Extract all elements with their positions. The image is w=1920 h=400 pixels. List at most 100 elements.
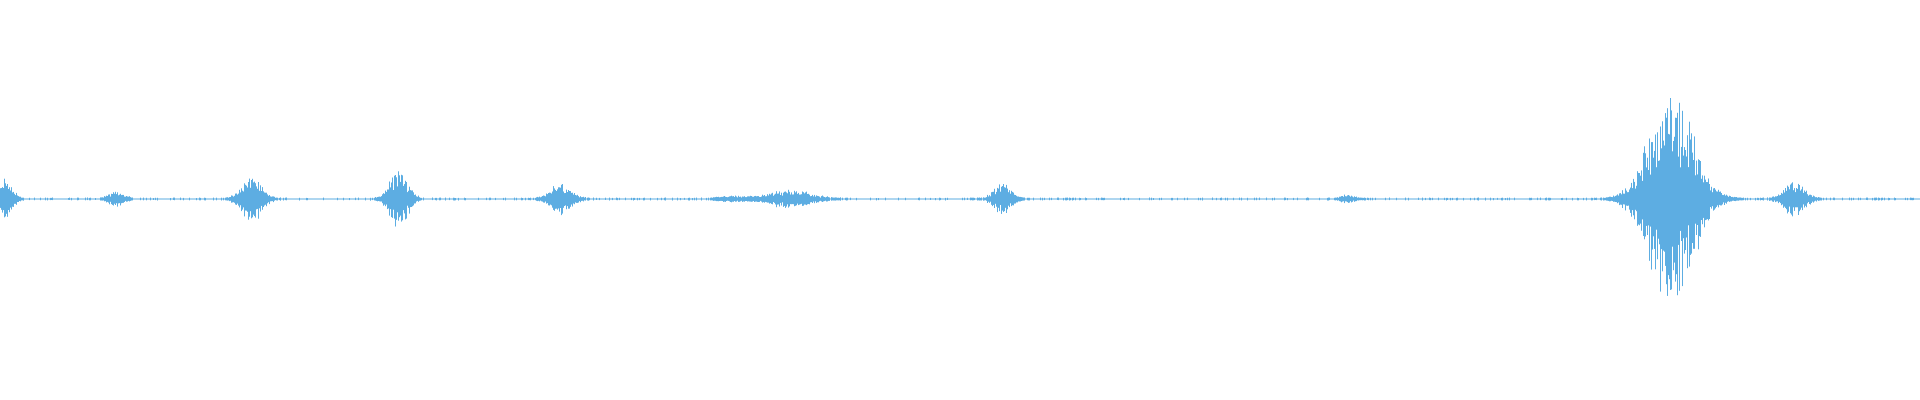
- waveform-sample-bar: [1629, 189, 1630, 210]
- waveform-sample-bar: [1356, 196, 1357, 202]
- waveform-sample-bar: [1490, 197, 1491, 201]
- waveform-sample-bar: [1611, 197, 1612, 201]
- waveform-sample-bar: [1800, 190, 1801, 210]
- waveform-sample-bar: [744, 196, 745, 202]
- waveform-sample-bar: [1620, 193, 1621, 205]
- waveform-sample-bar: [1666, 117, 1667, 285]
- waveform-sample-bar: [270, 196, 271, 202]
- waveform-sample-bar: [824, 197, 825, 202]
- waveform-sample-bar: [1677, 112, 1678, 296]
- waveform-sample-bar: [1256, 197, 1257, 201]
- waveform-sample-bar: [729, 196, 730, 202]
- waveform-sample-bar: [1696, 160, 1697, 235]
- waveform-sample-bar: [1529, 197, 1530, 201]
- waveform-sample-bar: [1396, 197, 1397, 201]
- waveform-sample-bar: [735, 195, 736, 202]
- waveform-sample-bar: [1065, 197, 1066, 201]
- waveform-sample-bar: [759, 196, 760, 202]
- waveform-sample-bar: [992, 191, 993, 207]
- waveform-sample-bar: [535, 197, 536, 201]
- waveform-sample-bar: [712, 197, 713, 201]
- waveform-sample-bar: [1643, 152, 1644, 236]
- waveform-sample-bar: [530, 197, 531, 201]
- waveform-sample-bar: [1625, 188, 1626, 211]
- waveform-sample-bar: [1631, 182, 1632, 217]
- waveform-sample-bar: [1149, 197, 1150, 201]
- waveform-sample-bar: [1842, 197, 1843, 201]
- waveform-sample-bar: [237, 194, 238, 204]
- waveform-sample-bar: [549, 192, 550, 206]
- waveform-sample-bar: [593, 197, 594, 201]
- waveform-sample-bar: [742, 196, 743, 202]
- waveform-sample-bar: [21, 197, 22, 201]
- waveform-sample-bar: [1044, 197, 1045, 201]
- waveform-sample-bar: [213, 197, 214, 201]
- waveform-sample-bar: [774, 194, 775, 203]
- waveform-sample-bar: [299, 197, 300, 201]
- waveform-sample-bar: [1005, 187, 1006, 208]
- waveform-sample-bar: [1731, 197, 1732, 202]
- waveform-sample-bar: [4, 178, 5, 218]
- waveform-sample-bar: [1537, 197, 1538, 201]
- waveform-sample-bar: [1375, 197, 1376, 201]
- waveform-sample-bar: [1878, 197, 1879, 201]
- waveform-sample-bar: [737, 197, 738, 201]
- waveform-sample-bar: [200, 197, 201, 201]
- waveform-sample-bar: [1793, 190, 1794, 208]
- waveform-sample-bar: [1762, 197, 1763, 201]
- waveform-sample-bar: [1609, 196, 1610, 202]
- waveform-sample-bar: [1881, 197, 1882, 201]
- waveform-sample-bar: [769, 193, 770, 204]
- waveform-sample-bar: [1660, 126, 1661, 292]
- waveform-sample-bar: [945, 197, 946, 201]
- waveform-sample-bar: [1603, 197, 1604, 201]
- waveform-sample-bar: [541, 196, 542, 202]
- waveform-sample-bar: [817, 195, 818, 203]
- waveform-sample-bar: [996, 191, 997, 207]
- waveform-sample-bar: [1743, 197, 1744, 201]
- waveform-sample-bar: [834, 197, 835, 201]
- waveform-sample-bar: [1545, 197, 1546, 201]
- waveform-sample-bar: [279, 197, 280, 201]
- waveform-sample-bar: [1329, 197, 1330, 201]
- waveform-sample-bar: [1723, 195, 1724, 203]
- waveform-sample-bar: [1775, 196, 1776, 203]
- waveform-sample-bar: [556, 191, 557, 209]
- waveform-sample-bar: [1804, 190, 1805, 208]
- waveform-sample-bar: [625, 197, 626, 201]
- waveform-sample-bar: [1772, 196, 1773, 202]
- waveform-sample-bar: [1425, 197, 1426, 201]
- waveform-sample-bar: [733, 196, 734, 202]
- waveform-sample-bar: [1101, 197, 1102, 201]
- waveform-sample-bar: [728, 196, 729, 201]
- waveform-sample-bar: [731, 195, 732, 203]
- waveform-sample-bar: [919, 197, 920, 201]
- waveform-sample-bar: [1241, 197, 1242, 201]
- waveform-sample-bar: [418, 195, 419, 202]
- waveform-sample-bar: [401, 174, 402, 222]
- waveform-sample-bar: [7, 184, 8, 217]
- waveform-sample-bar: [1353, 197, 1354, 201]
- waveform-sample-bar: [100, 197, 101, 201]
- waveform-sample-bar: [768, 195, 769, 203]
- waveform-sample-bar: [918, 197, 919, 201]
- waveform-sample-bar: [1086, 198, 1087, 201]
- waveform-sample-bar: [1733, 197, 1734, 201]
- waveform-sample-bar: [1578, 198, 1579, 201]
- waveform-sample-bar: [1671, 110, 1672, 290]
- waveform-sample-bar: [420, 197, 421, 201]
- waveform-sample-bar: [1669, 134, 1670, 280]
- waveform-sample-bar: [1200, 197, 1201, 201]
- waveform-sample-bar: [1715, 189, 1716, 209]
- waveform-sample-bar: [1343, 196, 1344, 202]
- waveform-sample-bar: [405, 180, 406, 220]
- waveform-sample-bar: [1457, 197, 1458, 201]
- waveform-sample-bar: [1463, 197, 1464, 201]
- waveform-sample-bar: [445, 197, 446, 201]
- waveform-sample-bar: [1805, 191, 1806, 206]
- waveform-sample-bar: [110, 196, 111, 202]
- waveform-sample-bar: [1621, 194, 1622, 205]
- waveform-sample-bar: [71, 197, 72, 201]
